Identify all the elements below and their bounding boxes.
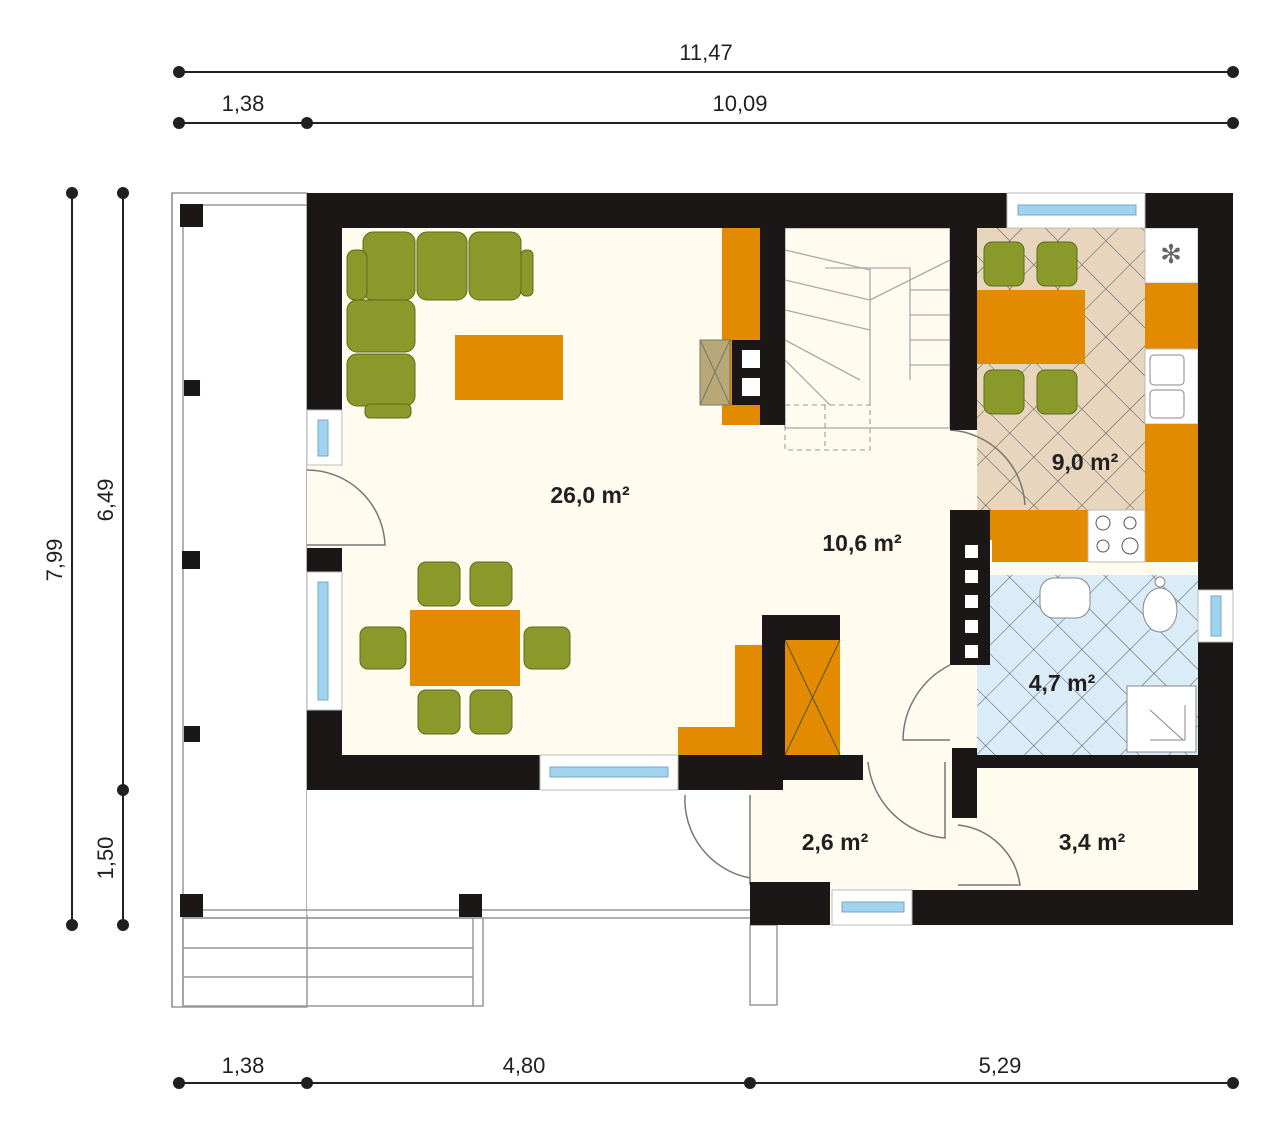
bathroom-fixtures xyxy=(1039,576,1197,753)
windows xyxy=(306,192,1234,926)
doors xyxy=(306,429,1026,886)
walls xyxy=(307,193,1233,925)
dining-set xyxy=(359,561,571,735)
terrace-steps xyxy=(182,917,484,1007)
dimension-lines xyxy=(66,66,1239,1089)
dim-top-right: 10,09 xyxy=(712,91,767,116)
living-furniture xyxy=(346,228,841,756)
cabinet xyxy=(678,645,762,755)
fridge-icon: ✻ xyxy=(1160,240,1182,269)
terrace xyxy=(171,192,778,1008)
sink xyxy=(1144,348,1199,425)
room-area-hall: 10,6 m² xyxy=(822,530,902,556)
dim-bottom-1: 1,38 xyxy=(222,1053,265,1078)
room-area-kitchen: 9,0 m² xyxy=(1052,449,1119,475)
dim-bottom-2: 4,80 xyxy=(503,1053,546,1078)
kitchen-table xyxy=(977,290,1085,364)
dim-left-lower: 1,50 xyxy=(93,837,118,880)
room-area-storage: 3,4 m² xyxy=(1059,829,1126,855)
fireplace xyxy=(699,228,760,425)
coffee-table xyxy=(455,335,563,400)
wardrobe xyxy=(784,639,841,756)
dim-left-total: 7,99 xyxy=(42,539,67,582)
dim-top-left: 1,38 xyxy=(222,91,265,116)
terrace-posts xyxy=(180,204,482,917)
vent-openings xyxy=(965,545,978,658)
room-area-bathroom: 4,7 m² xyxy=(1029,670,1096,696)
corner-sofa xyxy=(346,231,534,419)
dim-top-total: 11,47 xyxy=(679,40,732,65)
room-area-living: 26,0 m² xyxy=(550,482,630,508)
dim-bottom-3: 5,29 xyxy=(979,1053,1022,1078)
dim-left-upper: 6,49 xyxy=(93,479,118,522)
room-area-vestibule: 2,6 m² xyxy=(802,829,869,855)
stove xyxy=(1087,509,1146,563)
kitchen-furniture: ✻ xyxy=(977,227,1199,563)
